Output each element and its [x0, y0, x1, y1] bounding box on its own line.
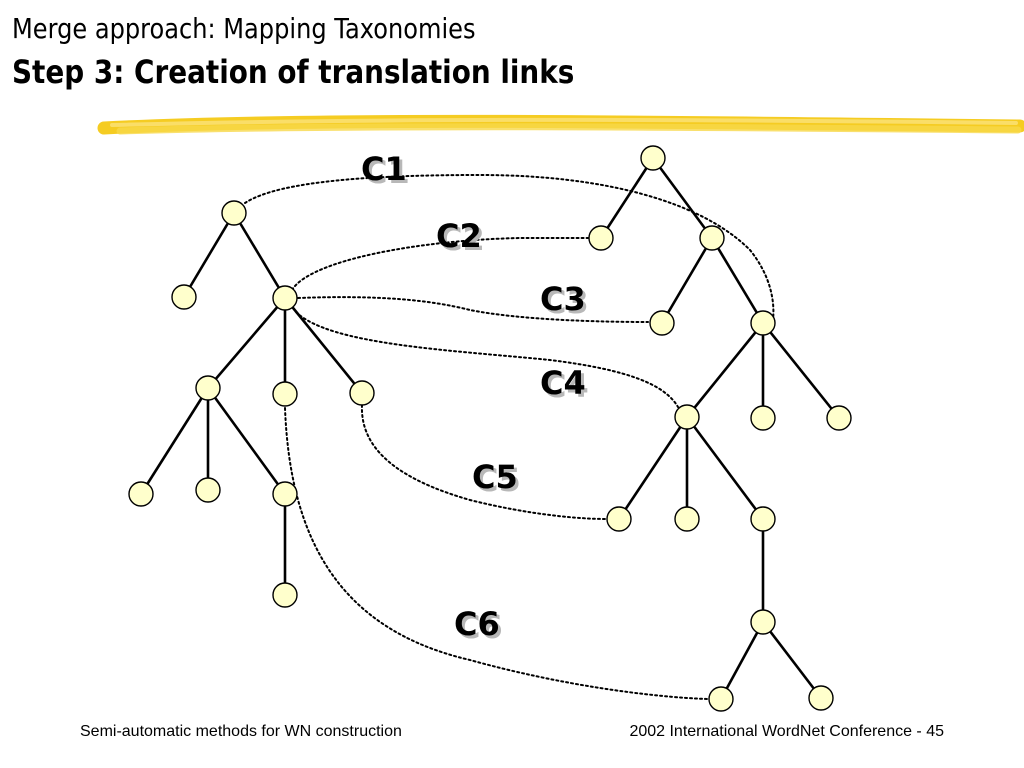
tree-node [349, 380, 375, 406]
tree-node [195, 375, 221, 401]
right-tree-nodes [588, 145, 852, 712]
label-c1: C1 [361, 150, 407, 188]
slide-title-line2: Step 3: Creation of translation links [12, 53, 575, 91]
label-c1-shadow: C1 [364, 153, 410, 191]
link-c5 [360, 404, 607, 520]
tree-node [272, 582, 298, 608]
tree-node [808, 685, 834, 711]
link-c2 [291, 237, 589, 291]
label-c6: C6 [454, 605, 500, 643]
footer-left-text: Semi-automatic methods for WN constructi… [80, 723, 402, 740]
tree-node [272, 381, 298, 407]
link-c4 [295, 311, 679, 408]
tree-node [708, 686, 734, 712]
tree-node [750, 310, 776, 336]
link-c6 [284, 407, 708, 700]
tree-node [826, 405, 852, 431]
right-tree-edges [599, 157, 841, 700]
tree-node [674, 506, 700, 532]
label-c3: C3 [540, 280, 586, 318]
tree-node [221, 200, 247, 226]
tree-node [649, 310, 675, 336]
footer-right-text: 2002 International WordNet Conference - … [629, 723, 944, 740]
tree-node [750, 609, 776, 635]
label-c4: C4 [540, 364, 586, 402]
tree-node [272, 481, 298, 507]
label-c3-shadow: C3 [543, 283, 589, 321]
label-c6-shadow: C6 [457, 608, 503, 646]
tree-node [272, 285, 298, 311]
link-c3 [297, 296, 649, 323]
tree-node [195, 477, 221, 503]
tree-node [699, 225, 725, 251]
link-labels: C1 C1 C2 C2 C3 C3 C4 C4 C5 C5 C6 C6 [361, 150, 589, 646]
tree-node [606, 506, 632, 532]
label-c5-shadow: C5 [475, 461, 521, 499]
label-c2-shadow: C2 [439, 220, 485, 258]
tree-node [171, 284, 197, 310]
label-c5: C5 [472, 458, 518, 496]
tree-node [750, 405, 776, 431]
left-tree-nodes [128, 200, 375, 608]
highlighter-underline [97, 114, 1024, 135]
tree-node [128, 481, 154, 507]
link-c1 [244, 173, 775, 321]
label-c4-shadow: C4 [543, 367, 589, 405]
tree-node [640, 145, 666, 171]
left-tree-edges [139, 212, 364, 595]
slide-title-line1: Merge approach: Mapping Taxonomies [12, 12, 476, 45]
tree-node [750, 506, 776, 532]
tree-node [588, 225, 614, 251]
translation-links [244, 173, 775, 700]
label-c2: C2 [436, 217, 482, 255]
tree-node [674, 404, 700, 430]
